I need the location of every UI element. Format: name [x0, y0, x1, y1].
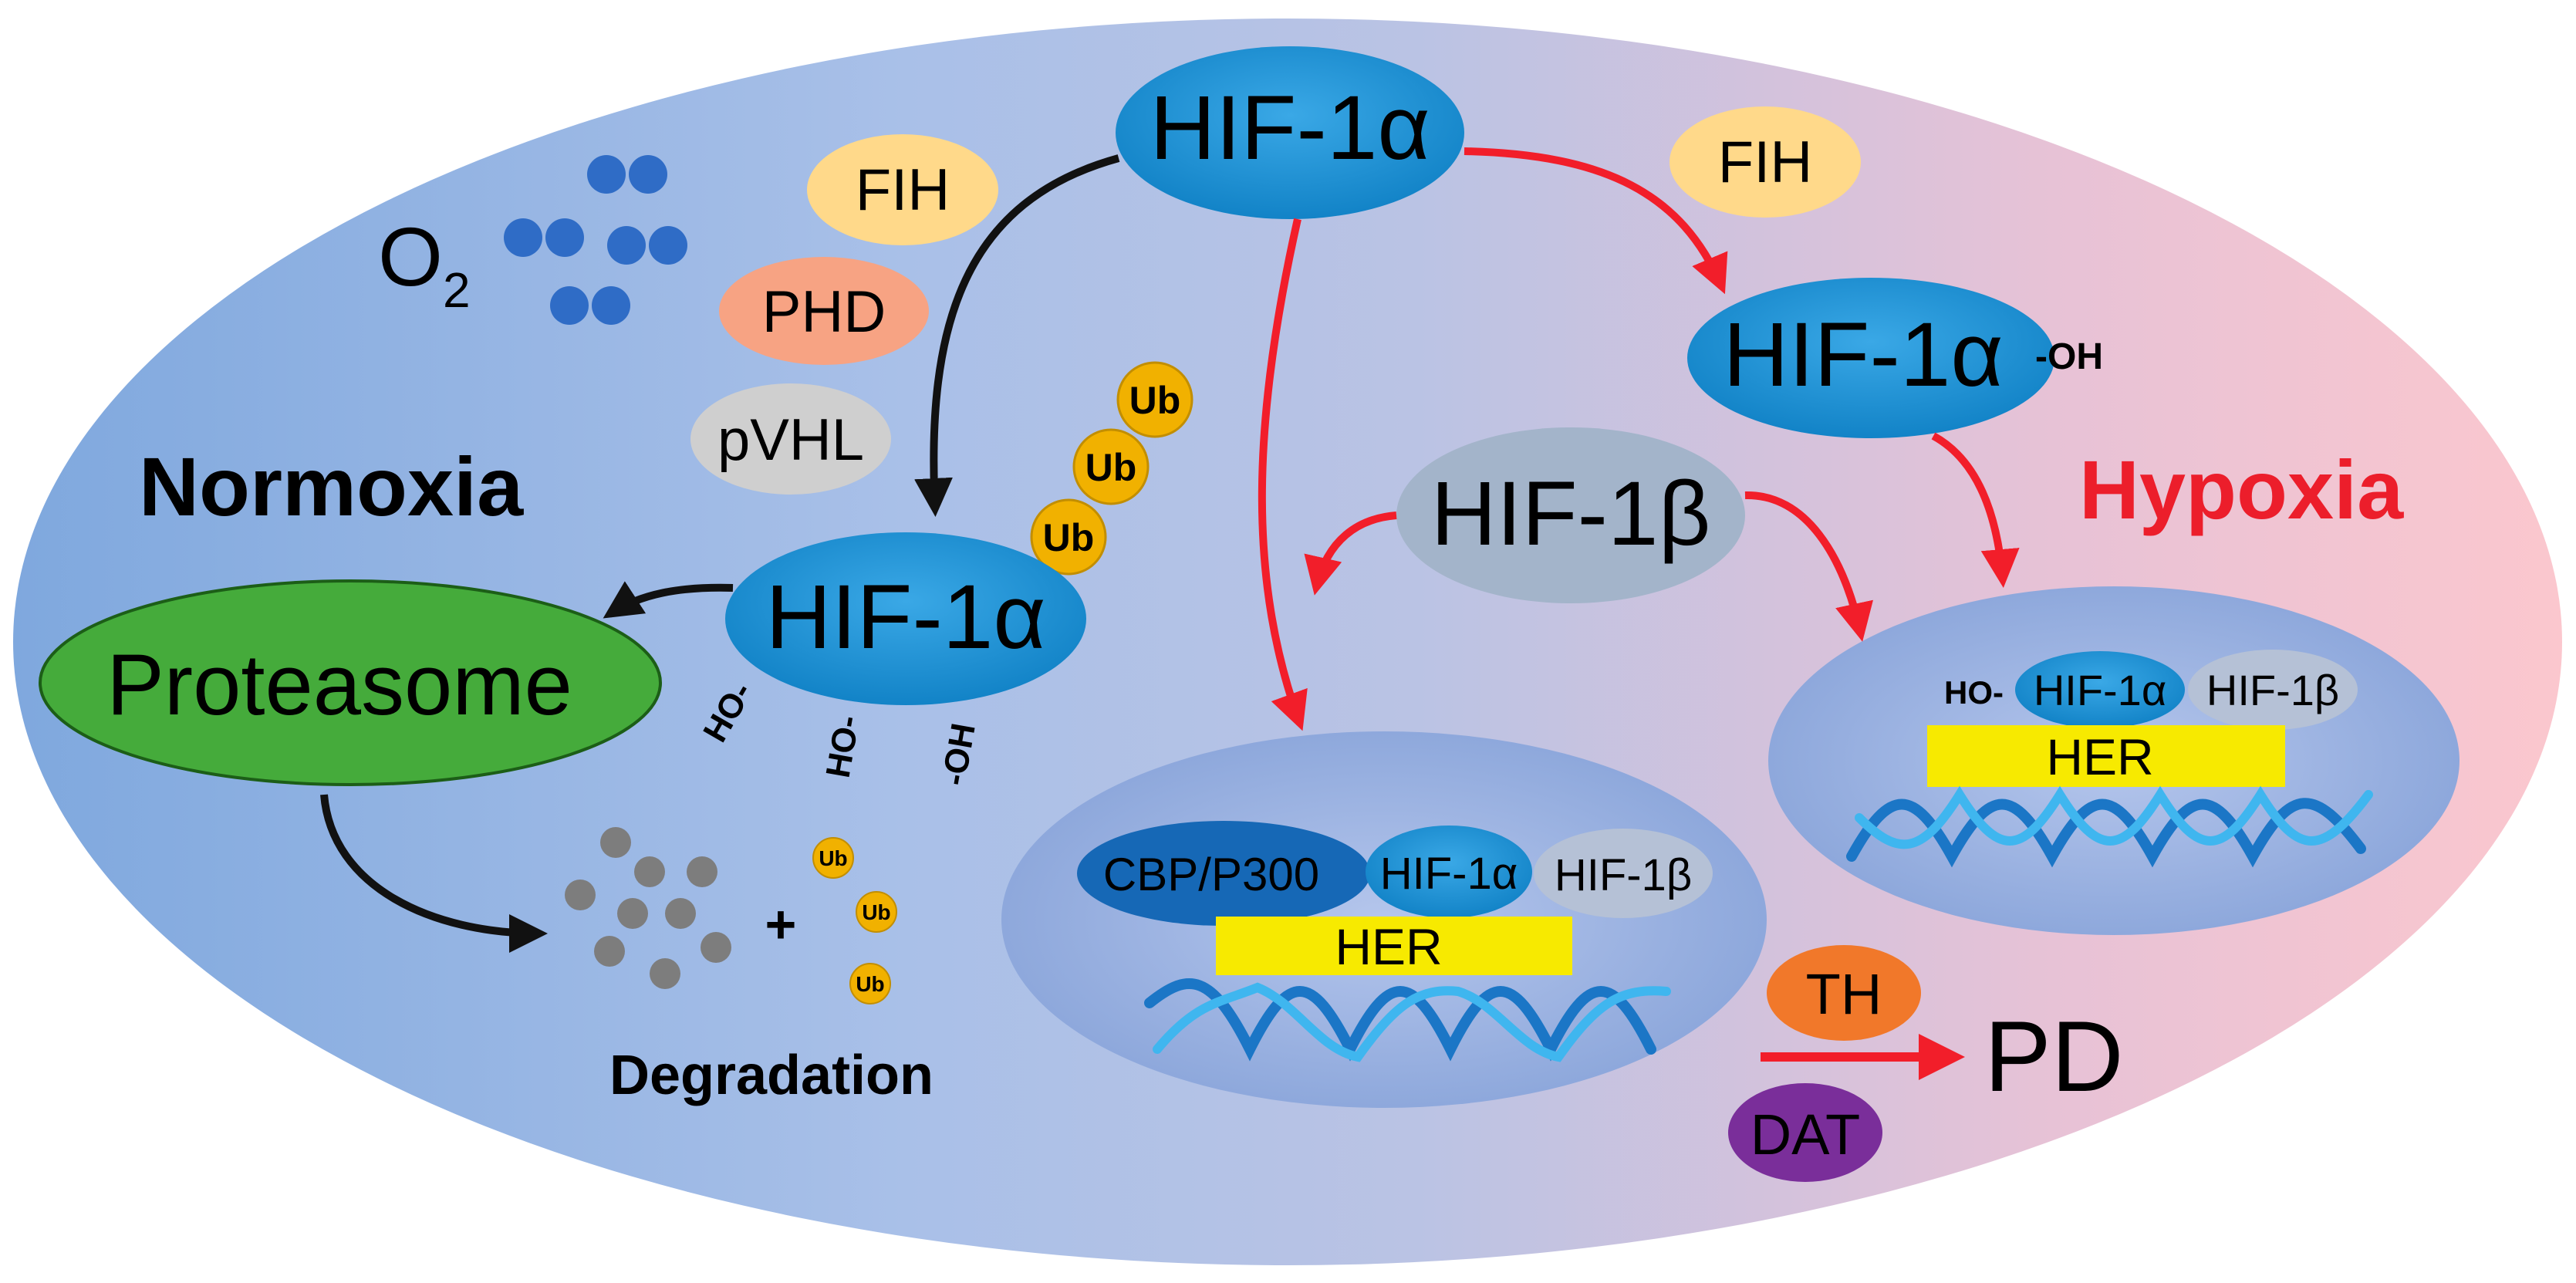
o2-atom — [592, 286, 630, 325]
hif1a-center-label: HIF-1α — [1380, 849, 1518, 899]
o2-label-main: O — [378, 210, 443, 303]
dat-ellipse — [1728, 1083, 1882, 1182]
proteasome-ellipse — [39, 579, 662, 786]
her-hypoxia-label: HER — [2046, 728, 2153, 785]
hif1b-hypoxia-label: HIF-1β — [2206, 666, 2339, 714]
peptide-fragment — [617, 898, 648, 929]
cbp-p300-label: CBP/P300 — [1103, 849, 1319, 900]
dna-strand — [1144, 978, 1656, 1062]
cbp-p300-ellipse — [1077, 821, 1370, 926]
phd-label: PHD — [762, 279, 886, 345]
ub-label: Ub — [856, 972, 884, 996]
dna-strand — [1855, 785, 2373, 849]
peptide-fragment — [600, 827, 631, 858]
arrow-hif1a-to-hif1a-oh — [1464, 147, 1728, 295]
pvhl-label: pVHL — [717, 407, 864, 473]
o2-molecules — [504, 155, 687, 325]
o2-atom — [649, 226, 687, 265]
hypoxia-label: Hypoxia — [2079, 443, 2404, 536]
o2-atom — [607, 226, 646, 265]
ub-icon — [1116, 361, 1193, 438]
o2-atom — [504, 218, 542, 257]
o2-label-subscript: 2 — [443, 262, 471, 318]
o2-atom — [587, 155, 626, 194]
o2-atom — [629, 155, 667, 194]
dat-label: DAT — [1751, 1102, 1861, 1167]
arrow-hif1b-to-center-nucleus — [1304, 512, 1397, 596]
phd-ellipse — [719, 257, 929, 365]
ub-icon — [856, 891, 897, 933]
hif1a-top-ellipse — [1116, 46, 1464, 219]
fih-normoxia-ellipse — [807, 134, 998, 245]
fih-normoxia-label: FIH — [856, 157, 950, 223]
pvhl-ellipse — [690, 383, 891, 495]
arrow-hif1a-oh-to-hypoxia-nucleus — [1931, 432, 2020, 588]
arrow-proteasome-to-degradation — [320, 794, 548, 953]
hif1b-ellipse — [1396, 427, 1745, 603]
arrow-hif1a-to-center-nucleus — [1258, 218, 1308, 731]
hif1a-center-ellipse — [1366, 826, 1532, 918]
hif1b-center-ellipse — [1534, 829, 1713, 918]
hif1b-center-label: HIF-1β — [1555, 850, 1692, 900]
degradation-fragments — [565, 827, 731, 989]
ub-label: Ub — [819, 846, 847, 870]
hif1a-oh-label: HIF-1α — [1723, 304, 2003, 406]
hif1a-hypoxia-ellipse — [2015, 651, 2185, 728]
arrow-hif1a-to-ub-hif1a — [914, 154, 1120, 517]
degradation-label: Degradation — [609, 1045, 934, 1106]
ub-icon — [1072, 428, 1150, 505]
peptide-fragment — [594, 936, 625, 967]
hif1a-hypoxia-label: HIF-1α — [2034, 666, 2166, 714]
peptide-fragment — [634, 856, 665, 887]
her-hypoxia-box — [1927, 725, 2285, 787]
peptide-fragment — [665, 898, 696, 929]
hif1b-hypoxia-ellipse — [2188, 650, 2358, 730]
o2-label: O2 — [378, 210, 471, 318]
oh-suffix-label: -OH — [2035, 336, 2103, 377]
ub-chain: Ub Ub Ub — [1030, 361, 1193, 576]
hif1a-ub-label: HIF-1α — [765, 566, 1045, 668]
ub-label: Ub — [1043, 516, 1095, 559]
o2-atom — [545, 218, 584, 257]
her-center-label: HER — [1335, 918, 1442, 975]
peptide-fragment — [701, 932, 731, 963]
arrow-to-proteasome — [603, 581, 734, 619]
peptide-fragment — [565, 880, 596, 910]
th-label: TH — [1806, 962, 1882, 1026]
dna-helix-hypoxia — [1846, 785, 2373, 868]
ub-icon — [1030, 498, 1107, 576]
hif1b-label: HIF-1β — [1431, 463, 1711, 565]
fih-hypoxia-ellipse — [1670, 106, 1861, 218]
dna-strand — [1846, 798, 2366, 868]
hif1a-ub-ellipse — [725, 532, 1086, 705]
ho-prefix-label: HO- — [1944, 674, 2004, 711]
plus-sign: + — [765, 894, 797, 954]
fih-hypoxia-label: FIH — [1718, 130, 1812, 195]
her-center-box — [1216, 917, 1572, 975]
proteasome-label: Proteasome — [106, 636, 572, 733]
normoxia-label: Normoxia — [139, 440, 524, 533]
th-ellipse — [1767, 945, 1921, 1041]
peptide-fragment — [687, 856, 717, 887]
pd-label: PD — [1984, 1000, 2124, 1112]
hif1a-oh-ellipse — [1687, 278, 2054, 438]
ub-label: Ub — [1129, 379, 1181, 422]
arrow-hif1b-to-hypoxia-nucleus — [1744, 491, 1873, 642]
dna-helix-center — [1144, 978, 1671, 1062]
ub-icon — [849, 963, 891, 1004]
hif1a-top-label: HIF-1α — [1150, 77, 1430, 179]
peptide-fragment — [650, 958, 680, 989]
free-ub: Ub Ub Ub — [812, 837, 897, 1004]
ub-label: Ub — [1085, 446, 1137, 489]
o2-atom — [550, 286, 589, 325]
dna-strand — [1153, 982, 1671, 1062]
ub-label: Ub — [862, 900, 890, 924]
ub-icon — [812, 837, 854, 879]
